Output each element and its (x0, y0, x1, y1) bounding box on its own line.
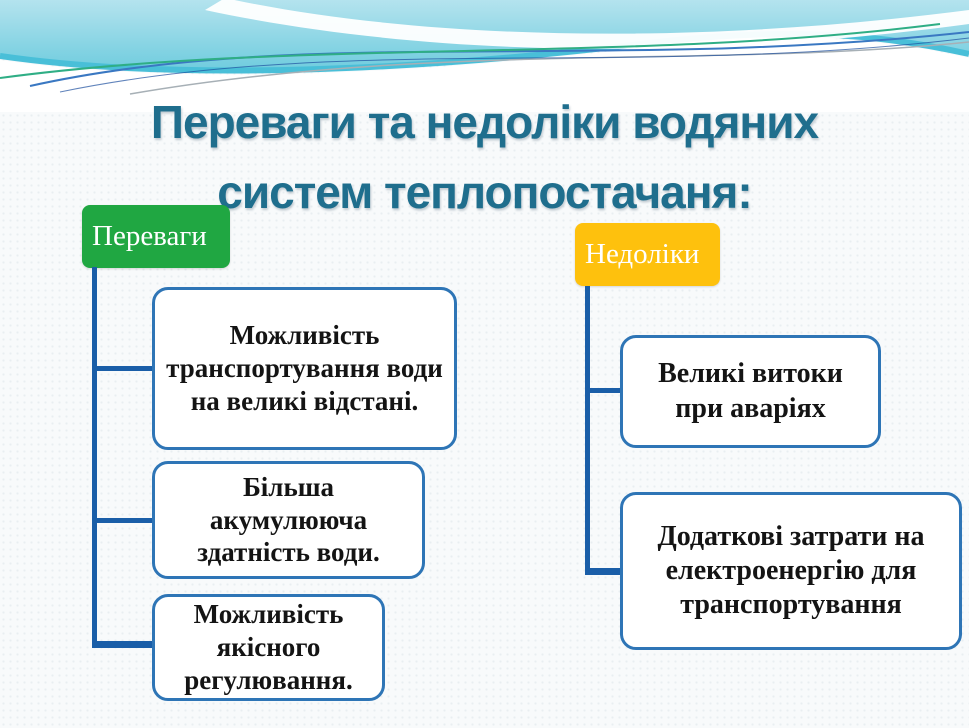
disadvantage-item-box-2: Додаткові затрати на електроенергію для … (620, 492, 962, 650)
banner-line-darkblue (59, 37, 969, 93)
disadvantages-connector-stub-1 (585, 388, 622, 393)
advantages-connector-stub-2 (92, 518, 154, 523)
advantage-item-box-2: Більша акумулююча здатність води. (152, 461, 425, 579)
banner-deep-edge (0, 30, 969, 74)
advantage-item-box-3: Можливість якісного регулювання. (152, 594, 385, 701)
banner-cyan-band (0, 0, 969, 71)
banner-line-green (0, 23, 941, 79)
slide-title: Переваги та недоліки водяних систем тепл… (0, 87, 969, 227)
advantages-connector-stub-1 (92, 366, 154, 371)
advantages-connector-vline (92, 267, 97, 648)
slide-title-line2: систем теплопостачаня: (217, 165, 752, 218)
disadvantages-connector-vline (585, 286, 590, 575)
advantages-connector-stub-3 (92, 641, 154, 648)
disadvantages-connector-stub-2 (585, 568, 622, 575)
disadvantages-header-box: Недоліки (575, 223, 720, 286)
advantage-item-box-1: Можливість транспортування води на велик… (152, 287, 457, 450)
slide-title-line1: Переваги та недоліки водяних (150, 95, 819, 148)
banner-line-blue (29, 31, 969, 87)
advantages-header-box: Переваги (82, 205, 230, 268)
banner-white-ribbon (205, 0, 969, 49)
disadvantage-item-box-1: Великі витоки при аваріях (620, 335, 881, 448)
